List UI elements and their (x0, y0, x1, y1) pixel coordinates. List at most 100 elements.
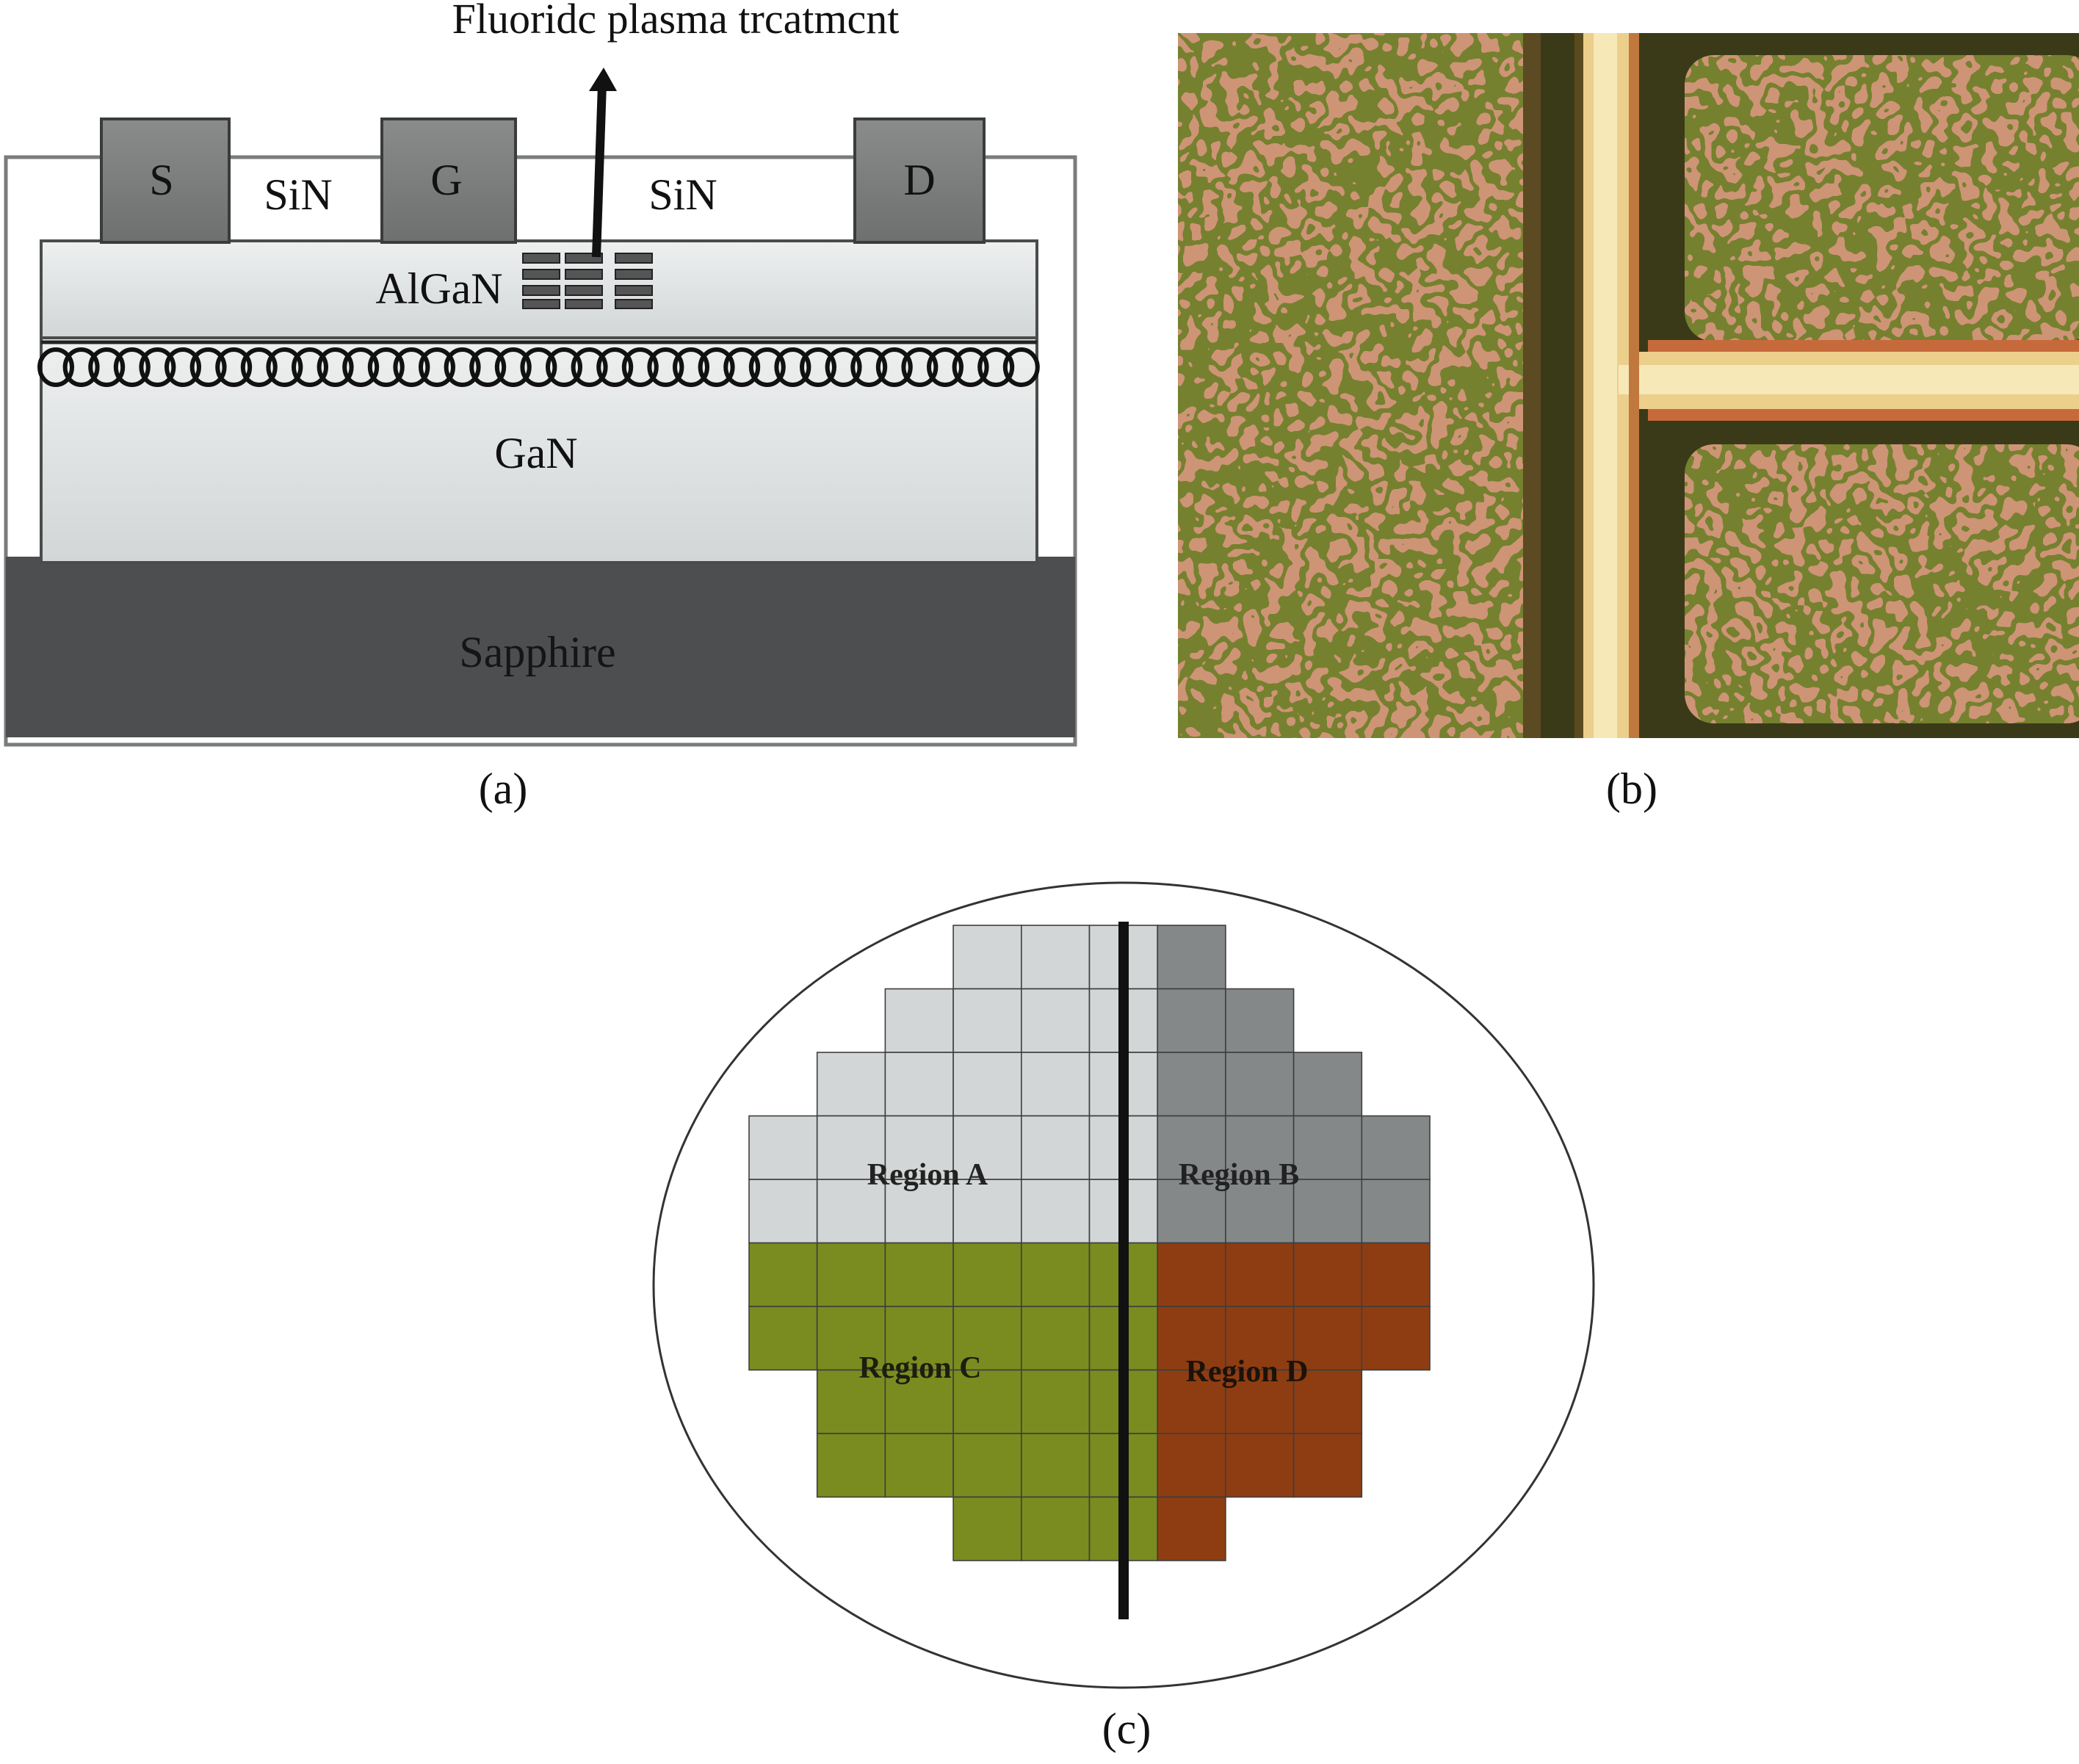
wafer-die (1292, 1052, 1363, 1117)
electron-circle (546, 347, 582, 387)
sin-right-label: SiN (648, 170, 717, 219)
electron-circle (317, 347, 354, 387)
two-deg-electron-chain (37, 347, 1040, 387)
plasma-treatment-title: Fluoridc plasma trcatmcnt (452, 0, 900, 43)
electron-circle (875, 347, 913, 387)
wafer-die (1020, 1179, 1091, 1244)
wafer-die (1292, 1433, 1363, 1498)
electron-circle (266, 347, 303, 387)
wafer-die (1020, 1369, 1091, 1434)
wafer-die (1157, 1369, 1226, 1434)
electron-circle (367, 347, 405, 387)
wafer-die (1020, 1496, 1091, 1561)
wafer-die (1157, 1496, 1226, 1561)
algan-label: AlGaN (375, 264, 502, 313)
sapphire-substrate (6, 557, 1075, 737)
wafer-die (1225, 1242, 1295, 1307)
electron-circle (952, 347, 989, 387)
wafer-die (1020, 1052, 1091, 1117)
electron-circle (37, 347, 74, 387)
electron-circle (571, 347, 608, 387)
electron-circle (139, 347, 176, 387)
drain-contact (853, 118, 986, 244)
wafer-die (952, 1369, 1022, 1434)
wafer-die (816, 1369, 886, 1434)
electron-circle (189, 347, 227, 387)
region-b-label: Region B (1179, 1158, 1300, 1192)
wafer-die (1157, 1052, 1226, 1117)
caption-c: (c) (1102, 1705, 1151, 1753)
electron-circle (469, 347, 507, 387)
electron-circle (977, 347, 1015, 387)
wafer-die (748, 1306, 818, 1371)
wafer-die (1020, 1115, 1091, 1180)
region-c-label: Region C (859, 1351, 982, 1385)
drain-label: D (903, 156, 935, 204)
wafer-die (1157, 988, 1226, 1053)
wafer-die (952, 1433, 1022, 1498)
wafer-die (1225, 1306, 1295, 1371)
wafer-die (1020, 1306, 1091, 1371)
wafer-die (952, 988, 1022, 1053)
wafer-die (748, 1115, 818, 1180)
electron-circle (825, 347, 862, 387)
wafer-die (952, 1179, 1022, 1244)
wafer-map: Region A Region B Region C Region D (652, 881, 1595, 1689)
wafer-die (884, 1052, 954, 1117)
electron-circle (292, 347, 328, 387)
wafer-die (1157, 1115, 1226, 1180)
wafer-die (1361, 1179, 1431, 1244)
wafer-die (1020, 1433, 1091, 1498)
fluorine-ions (522, 253, 653, 309)
wafer-die (884, 988, 954, 1053)
caption-a: (a) (478, 764, 528, 813)
wafer-die (1157, 1179, 1226, 1244)
wafer-die (816, 1115, 886, 1180)
gan-label: GaN (494, 429, 577, 477)
wafer-die (1157, 1433, 1226, 1498)
gate-label: G (430, 156, 462, 204)
wafer-die (1020, 1242, 1091, 1307)
electron-circle (901, 347, 939, 387)
wafer-die (816, 1433, 886, 1498)
optical-micrograph (1178, 33, 2079, 738)
electron-circle (698, 347, 735, 387)
electron-circle (62, 347, 100, 387)
wafer-die (952, 1496, 1022, 1561)
device-cross-section: Fluoridc plasma trcatmcnt Sapphire GaN A… (4, 0, 1077, 747)
wafer-die (816, 1306, 886, 1371)
electron-circle (342, 347, 380, 387)
caption-b: (b) (1606, 764, 1657, 813)
wafer-die (1225, 1115, 1295, 1180)
wafer-die (1020, 925, 1091, 990)
sin-left-label: SiN (264, 170, 332, 219)
source-label: S (149, 156, 173, 204)
wafer-die (884, 1242, 954, 1307)
electron-circle (240, 347, 278, 387)
electron-circle (723, 347, 761, 387)
electron-circle (927, 347, 963, 387)
wafer-die (1361, 1242, 1431, 1307)
electron-circle (494, 347, 532, 387)
electron-circle (215, 347, 253, 387)
wafer-die (1225, 1179, 1295, 1244)
wafer-die (1225, 1052, 1295, 1117)
wafer-die (1292, 1115, 1363, 1180)
electron-circle (748, 347, 786, 387)
electron-circle (520, 347, 557, 387)
electron-circle (444, 347, 481, 387)
sapphire-label: Sapphire (459, 628, 615, 676)
wafer-die (748, 1242, 818, 1307)
electron-circle (419, 347, 455, 387)
wafer-die (816, 1052, 886, 1117)
electron-circle (673, 347, 709, 387)
wafer-die (952, 1052, 1022, 1117)
electron-circle (113, 347, 151, 387)
wafer-die (884, 1306, 954, 1371)
wafer-die (1292, 1179, 1363, 1244)
right-upper-metal-pad (1685, 55, 2079, 341)
wafer-die (952, 1242, 1022, 1307)
gate-contact (380, 118, 517, 244)
wafer-die (1225, 988, 1295, 1053)
wafer-die (748, 1179, 818, 1244)
